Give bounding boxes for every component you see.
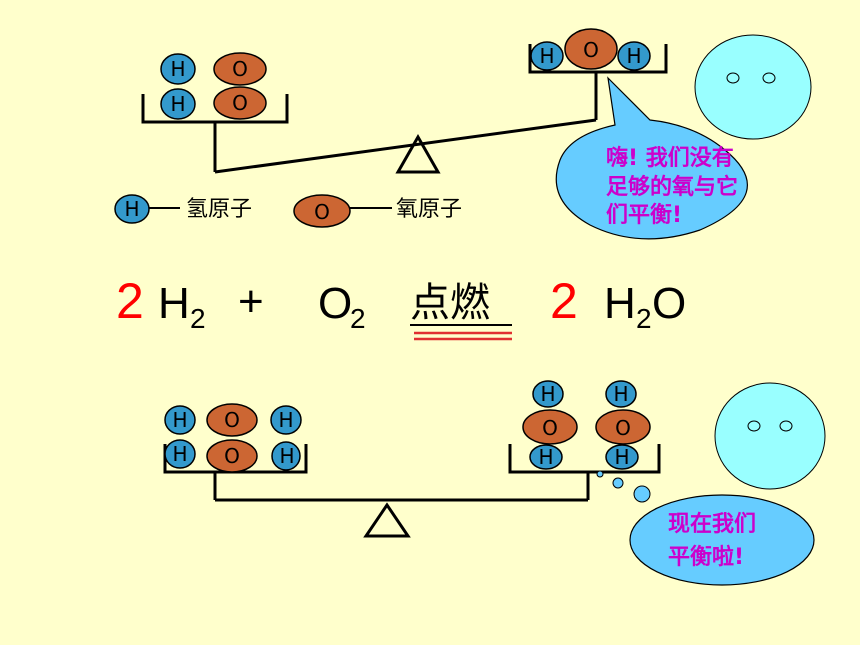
oxygen-symbol: O — [583, 38, 599, 62]
eq-o2-subscript: 2 — [350, 303, 366, 334]
hydrogen-atom — [605, 380, 637, 408]
eq-h2o-h-symbol: H — [604, 279, 636, 328]
eq-h2o-subscript: 2 — [636, 303, 652, 334]
bottom-left-hydrogen-molecule: H H — [164, 405, 196, 469]
top-left-pan — [141, 94, 289, 124]
hydrogen-symbol: H — [124, 197, 139, 221]
eq-plus: + — [238, 277, 264, 326]
eq-h2o-o-symbol: O — [652, 279, 686, 328]
top-beam — [214, 118, 597, 174]
bottom-fulcrum — [363, 502, 411, 538]
oxygen-atom — [564, 28, 618, 70]
bottom-balance: H H O O H H H O H H O — [163, 380, 661, 538]
eye — [779, 420, 793, 432]
top-speech-bubble: 嗨! 我们没有 足够的氧与它 们平衡! — [555, 76, 748, 240]
hydrogen-atom — [160, 88, 196, 120]
hydrogen-atom — [530, 41, 564, 71]
top-right-water-molecule: H H O — [530, 28, 651, 71]
hydrogen-atom — [164, 439, 196, 469]
oxygen-atom — [522, 409, 578, 445]
bubble-shape — [555, 76, 748, 240]
hydrogen-symbol: H — [172, 442, 187, 466]
hydrogen-symbol: H — [538, 445, 553, 469]
bottom-thought-bubble: 现在我们 平衡啦! — [596, 470, 815, 586]
oxygen-symbol: O — [232, 57, 248, 81]
top-right-pan — [528, 44, 668, 74]
oxygen-atom — [213, 52, 267, 86]
legend-hydrogen-label: 氢原子 — [186, 197, 252, 222]
bubble-text-line3: 们平衡! — [606, 202, 682, 228]
hydrogen-symbol: H — [278, 408, 293, 432]
hydrogen-symbol: H — [539, 44, 554, 68]
coefficient-h2: 2 — [116, 273, 144, 329]
bottom-right-water-molecule: H O H — [595, 380, 651, 470]
bottom-smiley-face — [714, 382, 826, 490]
oxygen-symbol: O — [224, 408, 240, 432]
eye — [762, 72, 776, 84]
hydrogen-symbol: H — [170, 92, 185, 116]
hydrogen-atom — [605, 444, 639, 470]
hydrogen-atom — [160, 53, 196, 85]
hydrogen-atom — [271, 441, 301, 471]
face-circle — [694, 34, 812, 140]
chemical-equation: 2 H 2 + O 2 点燃 2 H 2 O — [116, 273, 686, 341]
eq-condition: 点燃 — [410, 280, 490, 326]
oxygen-symbol: O — [314, 200, 330, 224]
hydrogen-atom — [617, 41, 651, 71]
oxygen-symbol: O — [224, 444, 240, 468]
oxygen-atom — [595, 409, 651, 445]
oxygen-atom — [206, 439, 258, 473]
hydrogen-symbol: H — [279, 444, 294, 468]
oxygen-symbol: O — [542, 416, 558, 440]
hydrogen-atom — [532, 380, 564, 408]
hydrogen-symbol: H — [626, 44, 641, 68]
bubble-shape — [629, 494, 815, 586]
hydrogen-symbol: H — [613, 382, 628, 406]
thought-dot — [596, 470, 604, 478]
bottom-right-water-molecule: H O H — [522, 380, 578, 470]
hydrogen-symbol: H — [614, 445, 629, 469]
hydrogen-atom — [270, 405, 302, 435]
eq-h2-subscript: 2 — [190, 303, 206, 334]
legend: H 氢原子 O 氧原子 — [114, 194, 462, 228]
bubble-text-line1: 嗨! 我们没有 — [606, 145, 734, 171]
top-left-oxygen-molecule: O O — [213, 52, 267, 120]
thought-dot — [633, 485, 651, 503]
face-circle — [714, 382, 826, 490]
top-smiley-face — [694, 34, 812, 140]
hydrogen-symbol: H — [540, 382, 555, 406]
bubble-text-line2: 平衡啦! — [668, 544, 744, 570]
eq-h2-symbol: H — [158, 279, 190, 328]
eq-o2-symbol: O — [318, 279, 352, 328]
legend-oxygen-label: 氧原子 — [396, 197, 462, 222]
hydrogen-symbol: H — [172, 408, 187, 432]
bubble-text-line1: 现在我们 — [668, 511, 756, 537]
bottom-left-hydrogen-molecule: H H — [270, 405, 302, 471]
eye — [747, 420, 761, 432]
hydrogen-symbol: H — [170, 57, 185, 81]
thought-dot — [612, 477, 624, 489]
hydrogen-atom — [529, 444, 563, 470]
coefficient-h2o: 2 — [550, 273, 578, 329]
eye — [726, 72, 740, 84]
hydrogen-atom — [164, 405, 196, 435]
top-left-hydrogen-molecule: H H — [160, 53, 196, 120]
oxygen-symbol: O — [615, 416, 631, 440]
legend-oxygen-icon — [293, 194, 351, 228]
oxygen-atom — [206, 403, 258, 437]
bottom-right-pan — [508, 444, 661, 474]
top-balance: H H O O H H O — [141, 28, 668, 174]
bottom-left-oxygen-molecule: O O — [206, 403, 258, 473]
oxygen-atom — [213, 86, 267, 120]
bubble-text-line2: 足够的氧与它 — [606, 174, 738, 200]
top-fulcrum — [395, 133, 441, 174]
oxygen-symbol: O — [232, 91, 248, 115]
